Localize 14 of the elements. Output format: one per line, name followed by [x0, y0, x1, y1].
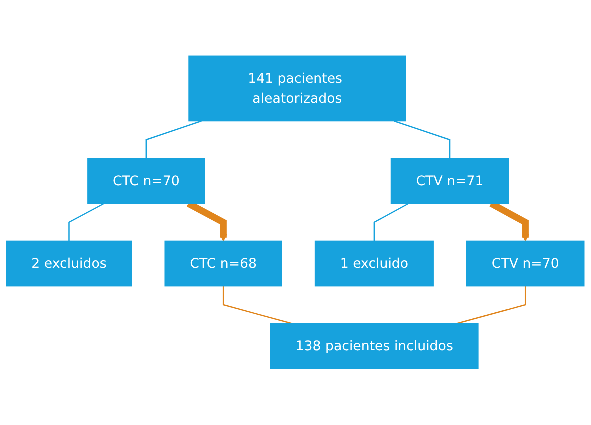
connector	[146, 120, 202, 159]
connector	[456, 286, 526, 324]
node-box: 141 pacientes aleatorizados	[188, 56, 406, 122]
node-box: CTC n=68	[164, 240, 282, 287]
connector	[394, 120, 451, 159]
node-box: 2 excluidos	[6, 240, 132, 287]
node-box: 1 excluido	[314, 240, 434, 287]
connector	[222, 286, 292, 324]
node-box: CTV n=71	[390, 158, 510, 204]
connector	[68, 203, 105, 242]
node-box: 138 pacientes incluidos	[270, 323, 479, 370]
node-box: CTV n=70	[466, 240, 585, 287]
node-box: CTC n=70	[88, 158, 206, 204]
connector	[374, 203, 410, 242]
